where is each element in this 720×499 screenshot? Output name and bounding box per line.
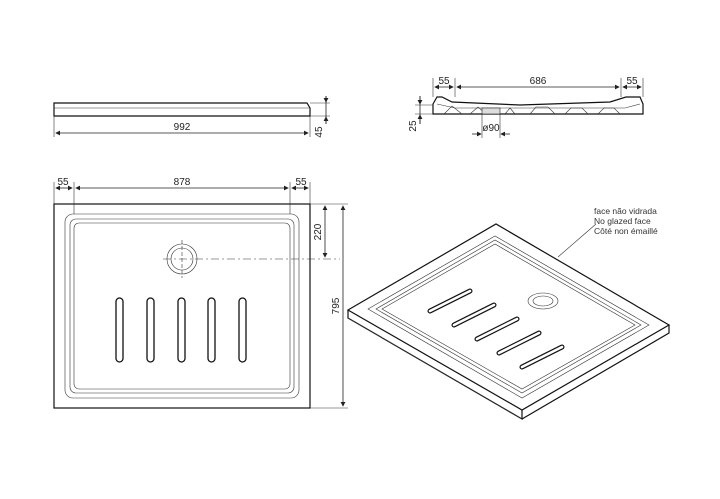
total-width-label: 795 [331,297,342,314]
section-inner-width-label: 686 [530,76,547,87]
side-height-label: 45 [314,126,325,138]
section-left-margin-label: 55 [438,76,450,87]
iso-drain-outer [527,292,559,310]
top-view-rim [64,213,300,399]
side-view: 992 45 [53,96,330,138]
drain-offset-label: 220 [313,223,324,240]
grip-slot [177,297,186,363]
grip-slot [146,297,155,363]
drain-diameter-label: ø90 [482,123,500,134]
side-view-outline [53,102,311,117]
grip-slot [115,297,124,363]
callout-line-1: face não vidrada [594,206,657,216]
drain-section [481,107,501,115]
callout-line-3: Côté non émaillé [594,226,658,236]
isometric-view: face não vidrada No glazed face Côté non… [346,206,671,421]
top-view: 55 878 55 220 795 [53,177,348,409]
callout-leader [557,223,597,258]
grip-slots [115,297,247,363]
iso-drain-inner [532,295,554,307]
section-outline [432,96,644,115]
top-left-margin-label: 55 [57,177,69,188]
grip-slot [238,297,247,363]
top-view-outer [53,203,311,409]
callout-line-2: No glazed face [594,216,651,226]
grip-slot [207,297,216,363]
top-right-margin-label: 55 [295,177,307,188]
section-depth-label: 25 [408,120,419,132]
side-length-label: 992 [174,122,191,133]
top-inner-width-label: 878 [174,177,191,188]
section-view: 55 686 55 25 ø90 [408,76,644,138]
iso-rim [367,235,650,399]
section-right-margin-label: 55 [626,76,638,87]
iso-grip-slots [427,288,565,370]
